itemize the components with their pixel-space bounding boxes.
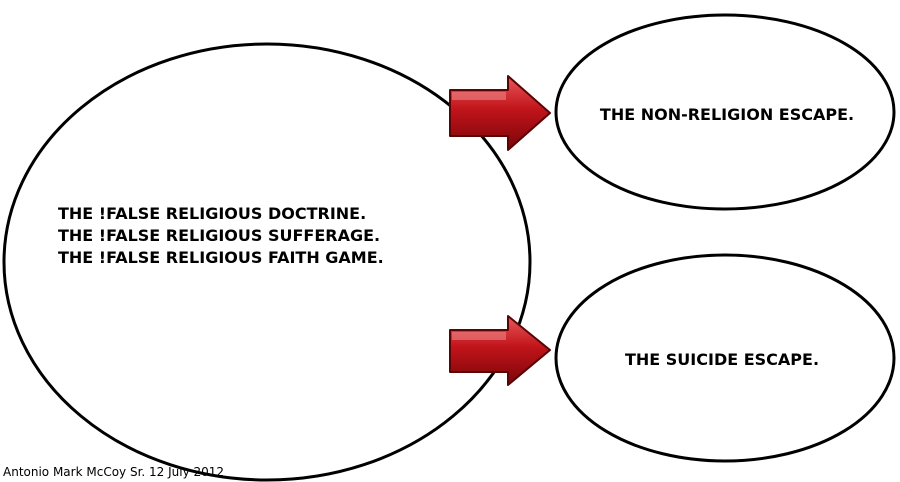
- escape-circle-suicide: [554, 253, 896, 463]
- escape-label-suicide: THE SUICIDE ESCAPE.: [625, 350, 819, 369]
- escape-circle-non-religion: [554, 13, 896, 211]
- arrow-to-suicide: [449, 315, 551, 386]
- main-line-2: THE !FALSE RELIGIOUS SUFFERAGE.: [58, 226, 380, 245]
- main-line-1: THE !FALSE RELIGIOUS DOCTRINE.: [58, 204, 366, 223]
- main-circle: [2, 42, 532, 482]
- arrow-to-non-religion: [449, 75, 551, 151]
- main-line-3: THE !FALSE RELIGIOUS FAITH GAME.: [58, 248, 384, 267]
- escape-label-non-religion: THE NON-RELIGION ESCAPE.: [600, 105, 854, 124]
- author-credit: Antonio Mark McCoy Sr. 12 July 2012: [3, 465, 224, 479]
